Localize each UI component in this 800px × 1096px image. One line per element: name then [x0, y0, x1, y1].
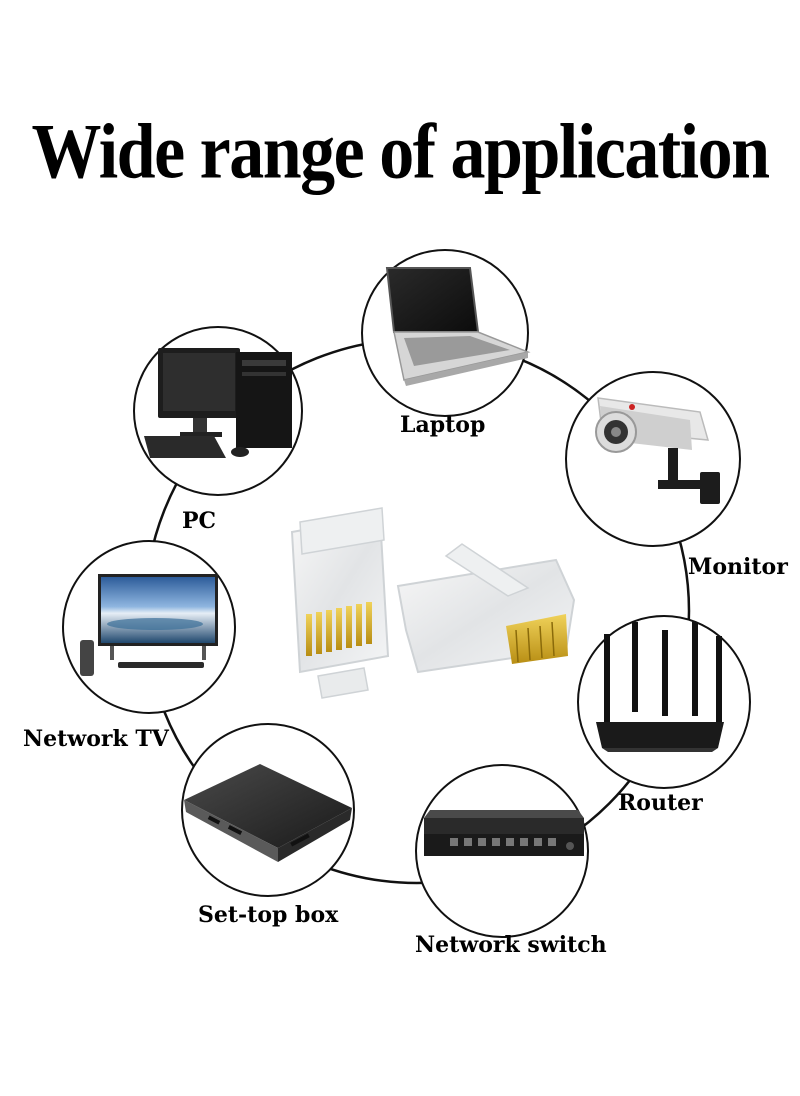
rj45-connectors-image [290, 507, 576, 699]
security-camera-icon [595, 397, 720, 504]
network-tv-device [62, 540, 236, 714]
rj45-connector-icon [396, 543, 576, 674]
set-top-box-label: Set-top box [198, 902, 339, 928]
network-tv-label: Network TV [23, 726, 169, 752]
monitor-device [565, 371, 741, 547]
router-icon [596, 622, 724, 752]
monitor-label: Monitor [688, 554, 788, 580]
laptop-label: Laptop [400, 412, 486, 438]
network-switch-label: Network switch [415, 932, 607, 958]
monitor-circle [565, 371, 741, 547]
desktop-pc-icon [144, 348, 292, 458]
page-title: Wide range of application [31, 109, 770, 196]
laptop-device [361, 249, 531, 417]
network-switch-icon [424, 810, 584, 856]
set-top-box-device [181, 723, 355, 897]
rj45-connector-icon [290, 507, 390, 699]
tv-icon [80, 574, 218, 676]
set-top-box-icon [184, 764, 352, 862]
router-device [577, 615, 751, 789]
pc-device [133, 326, 303, 496]
laptop-icon [385, 267, 531, 386]
router-label: Router [618, 790, 703, 816]
network-switch-device [415, 764, 589, 938]
pc-label: PC [182, 508, 217, 534]
